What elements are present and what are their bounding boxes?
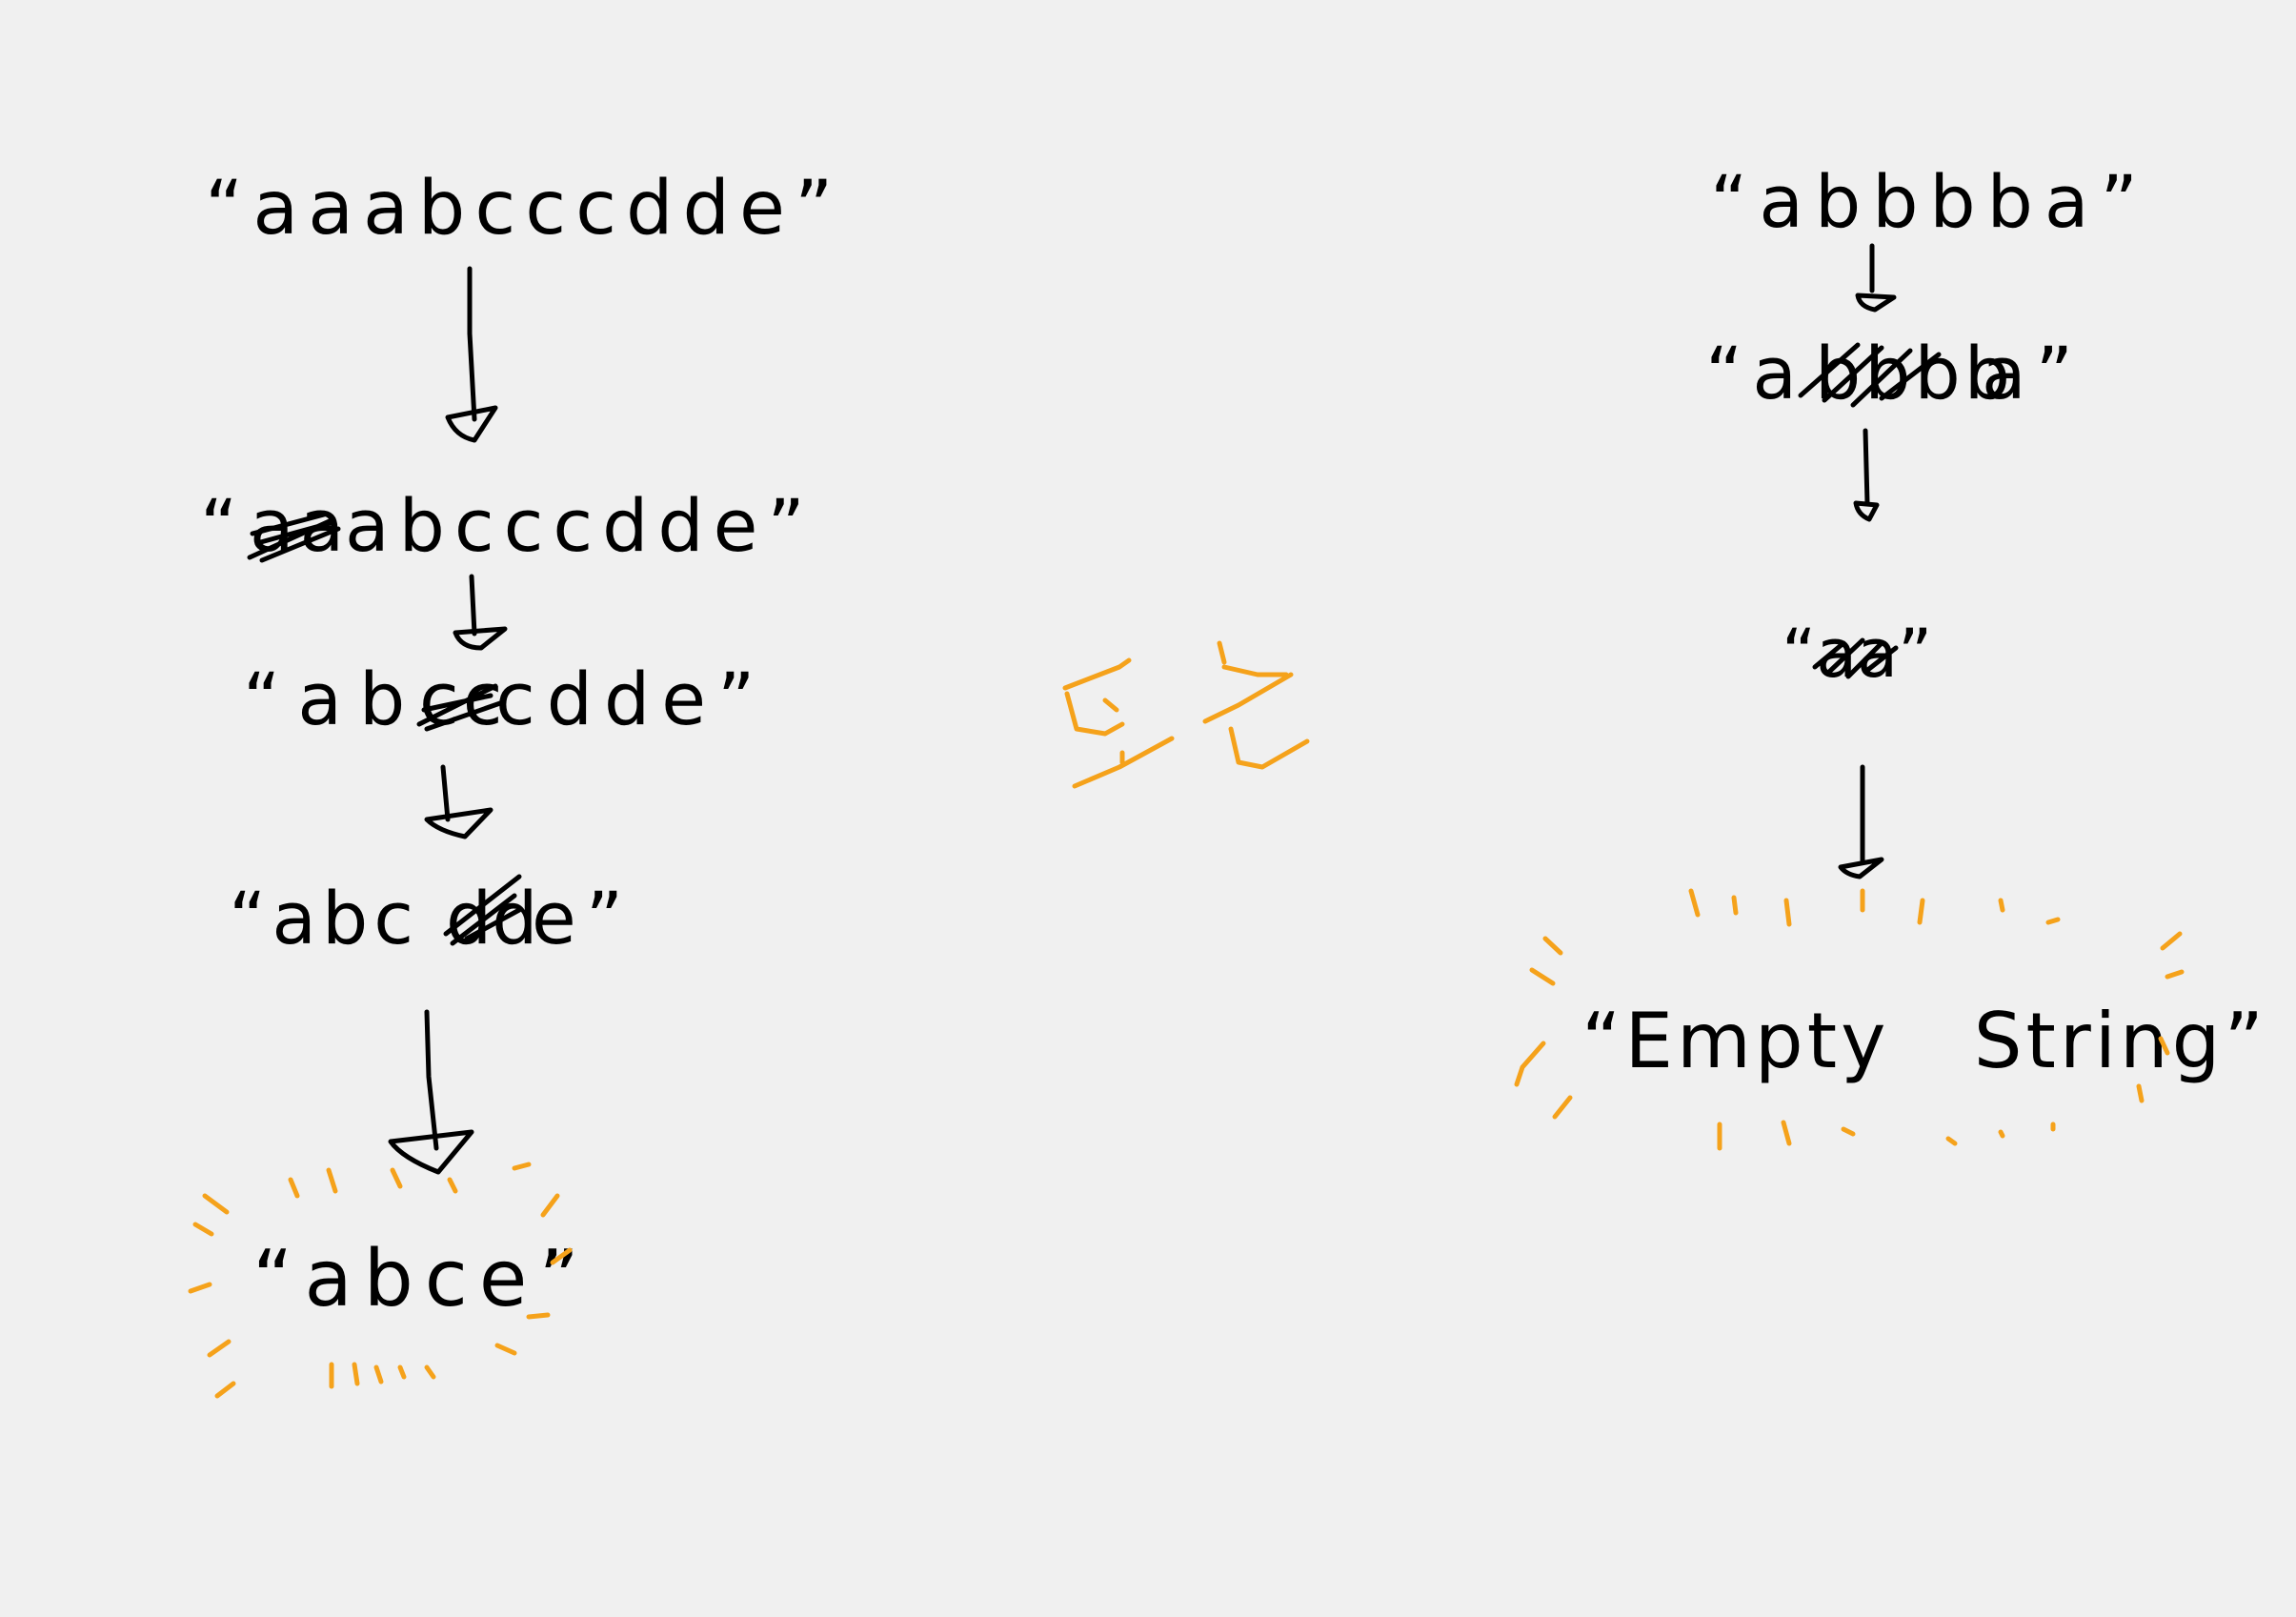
left-result-text: “abce” [252, 1234, 591, 1324]
left-step4-rest: e” [532, 876, 633, 960]
left-step2-prefix: “ [200, 483, 247, 568]
right-step2: “a bbbb a” [1705, 331, 2083, 415]
down-arrow-icon [1855, 243, 1897, 313]
down-arrow-icon [1838, 764, 1884, 879]
left-step4-struck: dd [446, 876, 537, 960]
left-step3-prefix: “ab [243, 657, 422, 741]
left-step3-rest: cdde” [495, 657, 766, 741]
right-step3-struck: “aa” [1782, 615, 1932, 693]
left-step1-text: “aaabcccdde” [205, 166, 842, 252]
left-step3: “ab cc cdde” [243, 657, 766, 741]
left-step4-prefix: “abc [229, 876, 419, 960]
left-step2-struck: aa [250, 483, 350, 568]
left-step2-rest: abcccdde” [345, 483, 815, 568]
down-arrow-icon [388, 1009, 474, 1175]
down-arrow-icon [453, 574, 508, 651]
down-arrow-icon [445, 266, 498, 443]
right-result-burst [1514, 888, 2185, 1151]
right-result-text: “Empty String” [1581, 997, 2267, 1085]
down-arrow-icon [1853, 428, 1880, 522]
left-step2: “ aa abcccdde” [200, 483, 815, 568]
orange-scribble-mark [1062, 640, 1310, 789]
left-result-burst [188, 1162, 573, 1399]
down-arrow-icon [424, 764, 493, 839]
right-step1-text: “abbbba” [1710, 159, 2149, 244]
right-step2-prefix: “a [1705, 331, 1806, 415]
left-step4: “abc dd e” [229, 874, 633, 960]
right-step3: “aa” [1782, 615, 1932, 693]
right-step2-rest: a” [1982, 331, 2083, 415]
